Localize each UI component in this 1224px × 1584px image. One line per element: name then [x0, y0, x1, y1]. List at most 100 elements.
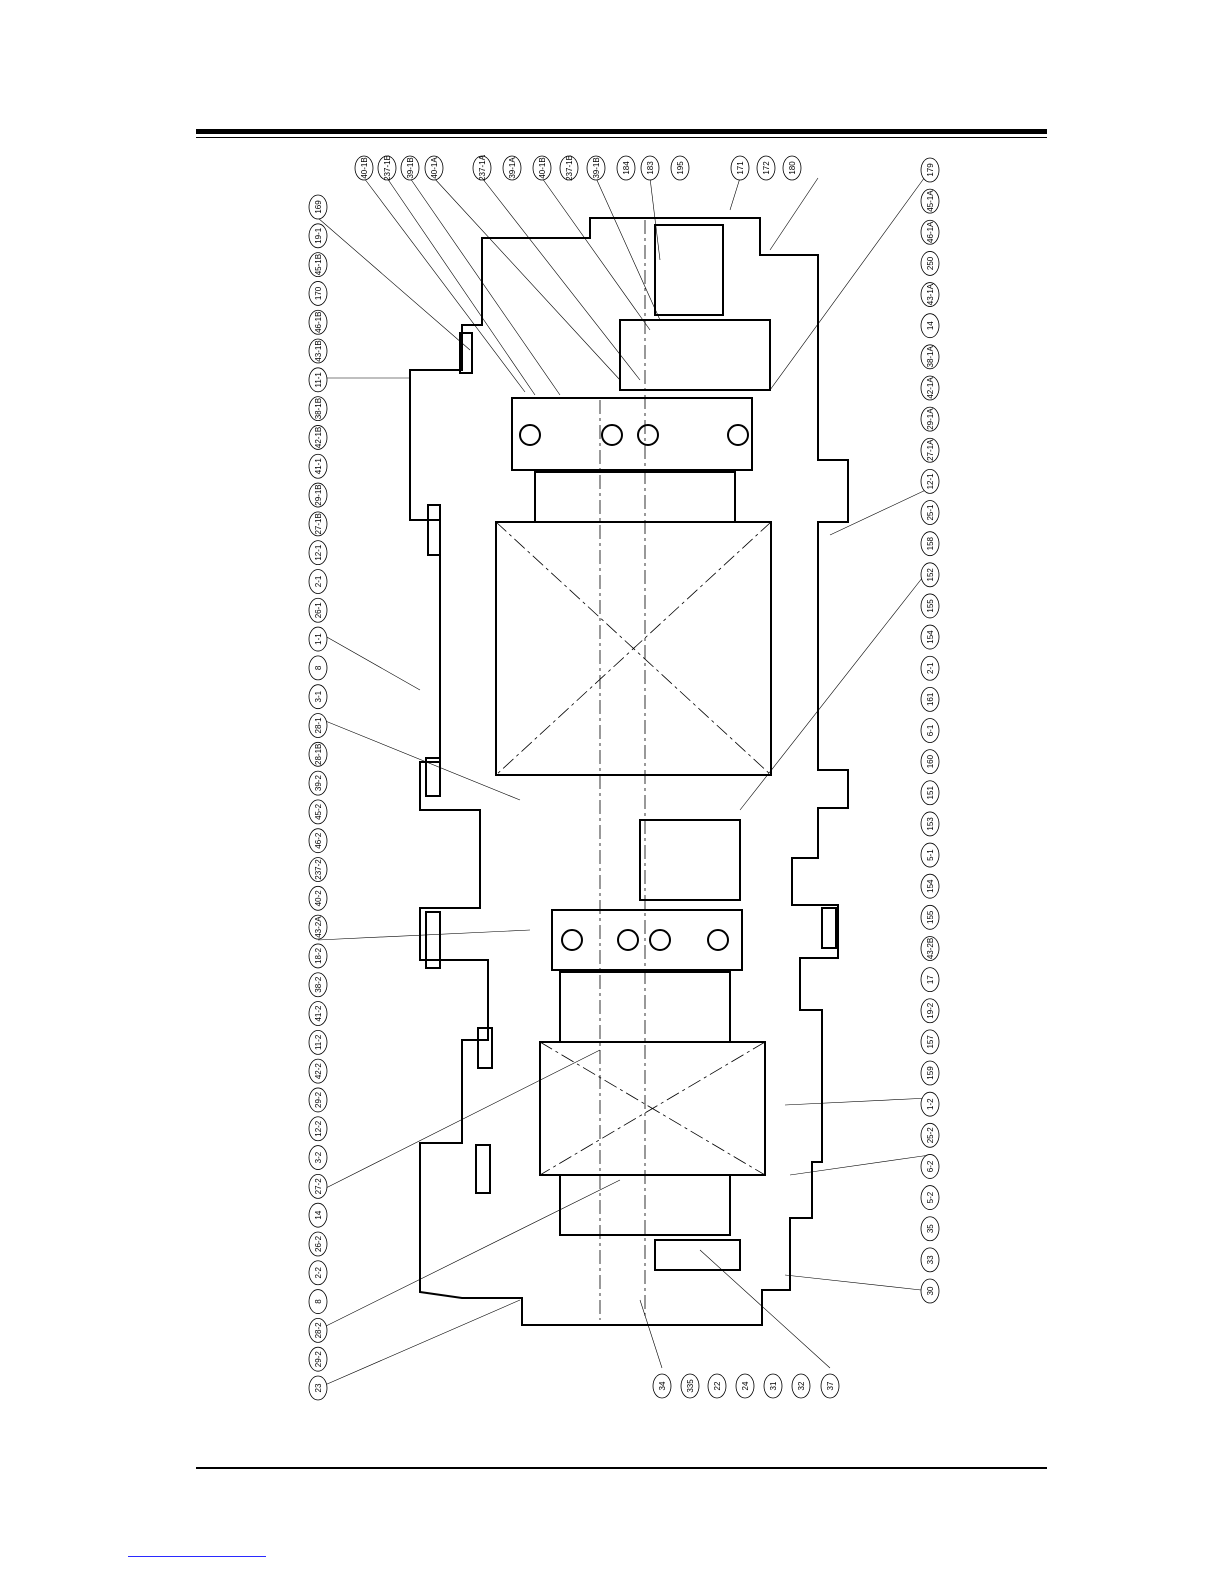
- callout-right-21: 153: [920, 811, 940, 837]
- svg-text:34: 34: [658, 1381, 667, 1390]
- svg-text:42-1B: 42-1B: [314, 427, 323, 448]
- callout-left-16: 8: [308, 655, 328, 681]
- callout-top-7: 237-1B: [559, 155, 579, 181]
- svg-text:39-1A: 39-1A: [508, 157, 517, 179]
- svg-text:27-1A: 27-1A: [926, 439, 935, 461]
- svg-text:45-2: 45-2: [314, 803, 323, 820]
- svg-text:8: 8: [314, 665, 323, 670]
- callout-right-1: 45-1A: [920, 188, 940, 214]
- svg-text:2-1: 2-1: [314, 575, 323, 587]
- callout-top-4: 237-1A: [472, 154, 492, 181]
- callout-left-35: 14: [308, 1202, 328, 1228]
- svg-text:237-1A: 237-1A: [478, 154, 487, 180]
- svg-text:42-2: 42-2: [314, 1063, 323, 1080]
- callout-left-19: 28-1B: [308, 741, 328, 767]
- svg-text:38-2: 38-2: [314, 976, 323, 993]
- svg-text:26-2: 26-2: [314, 1235, 323, 1252]
- svg-text:46-1B: 46-1B: [314, 312, 323, 333]
- svg-text:29-1A: 29-1A: [926, 408, 935, 430]
- callout-left-31: 29-2: [308, 1087, 328, 1113]
- svg-text:153: 153: [926, 817, 935, 831]
- svg-text:1-1: 1-1: [314, 633, 323, 645]
- callout-right-30: 1-2: [920, 1091, 940, 1117]
- svg-text:11-2: 11-2: [314, 1034, 323, 1050]
- svg-text:25-1: 25-1: [926, 504, 935, 521]
- callout-left-7: 38-1B: [308, 396, 328, 422]
- svg-text:250: 250: [926, 256, 935, 270]
- svg-text:40-2: 40-2: [314, 890, 323, 907]
- svg-text:2-1: 2-1: [926, 662, 935, 674]
- callout-left-15: 1-1: [308, 626, 328, 652]
- svg-text:12-1: 12-1: [926, 473, 935, 490]
- svg-text:237-1B: 237-1B: [383, 155, 392, 181]
- callout-left-36: 26-2: [308, 1231, 328, 1257]
- svg-text:26-1: 26-1: [314, 602, 323, 619]
- callout-top-5: 39-1A: [502, 155, 522, 181]
- callout-right-26: 17: [920, 967, 940, 993]
- callout-left-28: 41-2: [308, 1001, 328, 1026]
- svg-text:169: 169: [314, 200, 323, 214]
- svg-text:39-1B: 39-1B: [406, 157, 415, 178]
- callout-right-10: 12-1: [920, 468, 940, 494]
- svg-text:31: 31: [769, 1381, 778, 1390]
- svg-text:46-1A: 46-1A: [926, 221, 935, 243]
- callout-top-11: 195: [670, 155, 690, 181]
- svg-text:46-2: 46-2: [314, 832, 323, 849]
- callout-left-3: 170: [308, 281, 328, 306]
- svg-text:5-2: 5-2: [926, 1191, 935, 1203]
- callout-right-11: 25-1: [920, 500, 940, 525]
- callout-top-10: 183: [640, 155, 660, 181]
- callout-left-9: 41-1: [308, 453, 328, 479]
- svg-text:2-2: 2-2: [314, 1266, 323, 1278]
- callout-left-22: 46-2: [308, 828, 328, 854]
- svg-text:179: 179: [926, 163, 935, 177]
- svg-text:3-1: 3-1: [314, 690, 323, 702]
- svg-text:3-2: 3-2: [314, 1151, 323, 1163]
- callout-right-29: 159: [920, 1060, 940, 1086]
- svg-text:154: 154: [926, 630, 935, 644]
- svg-text:41-1: 41-1: [314, 458, 323, 475]
- callout-right-24: 155: [920, 904, 940, 930]
- callout-left-37: 2-2: [308, 1260, 328, 1286]
- callout-left-29: 11-2: [308, 1029, 328, 1055]
- callout-bottom-4: 31: [763, 1373, 783, 1399]
- callout-right-20: 151: [920, 780, 940, 806]
- callout-right-36: 30: [920, 1278, 940, 1304]
- callout-top-8: 39-1B: [586, 155, 606, 181]
- callout-right-17: 161: [920, 686, 940, 712]
- callout-left-12: 12-1: [308, 540, 328, 566]
- svg-text:28-1: 28-1: [314, 717, 323, 734]
- footer-link-underline[interactable]: [128, 1556, 266, 1557]
- svg-text:237-1B: 237-1B: [565, 155, 574, 181]
- svg-text:195: 195: [676, 161, 685, 175]
- svg-text:19-1: 19-1: [314, 227, 323, 244]
- callout-right-15: 154: [920, 624, 940, 650]
- callout-left-30: 42-2: [308, 1058, 328, 1084]
- callout-left-33: 3-2: [308, 1145, 328, 1170]
- svg-text:12-1: 12-1: [314, 544, 323, 561]
- callout-right-14: 155: [920, 593, 940, 619]
- callout-left-13: 2-1: [308, 569, 328, 594]
- callout-top-14: 180: [782, 155, 802, 181]
- svg-text:38-1B: 38-1B: [314, 398, 323, 419]
- svg-text:180: 180: [788, 161, 797, 175]
- callout-right-13: 152: [920, 562, 940, 588]
- callout-right-16: 2-1: [920, 655, 940, 681]
- svg-text:171: 171: [736, 161, 745, 175]
- svg-text:6-2: 6-2: [926, 1160, 935, 1172]
- callout-right-25: 43-2B: [920, 936, 940, 961]
- callout-left-40: 29-2: [308, 1346, 328, 1372]
- svg-text:43-2B: 43-2B: [926, 938, 935, 959]
- callout-left-17: 3-1: [308, 684, 328, 710]
- svg-text:160: 160: [926, 754, 935, 768]
- svg-text:159: 159: [926, 1066, 935, 1080]
- callout-left-21: 45-2: [308, 799, 328, 825]
- svg-text:33: 33: [926, 1255, 935, 1264]
- svg-text:155: 155: [926, 599, 935, 613]
- svg-text:27-2: 27-2: [314, 1178, 323, 1195]
- svg-text:237-2: 237-2: [314, 859, 323, 880]
- svg-text:5-1: 5-1: [926, 849, 935, 861]
- svg-text:184: 184: [622, 161, 631, 175]
- callout-left-24: 40-2: [308, 885, 328, 911]
